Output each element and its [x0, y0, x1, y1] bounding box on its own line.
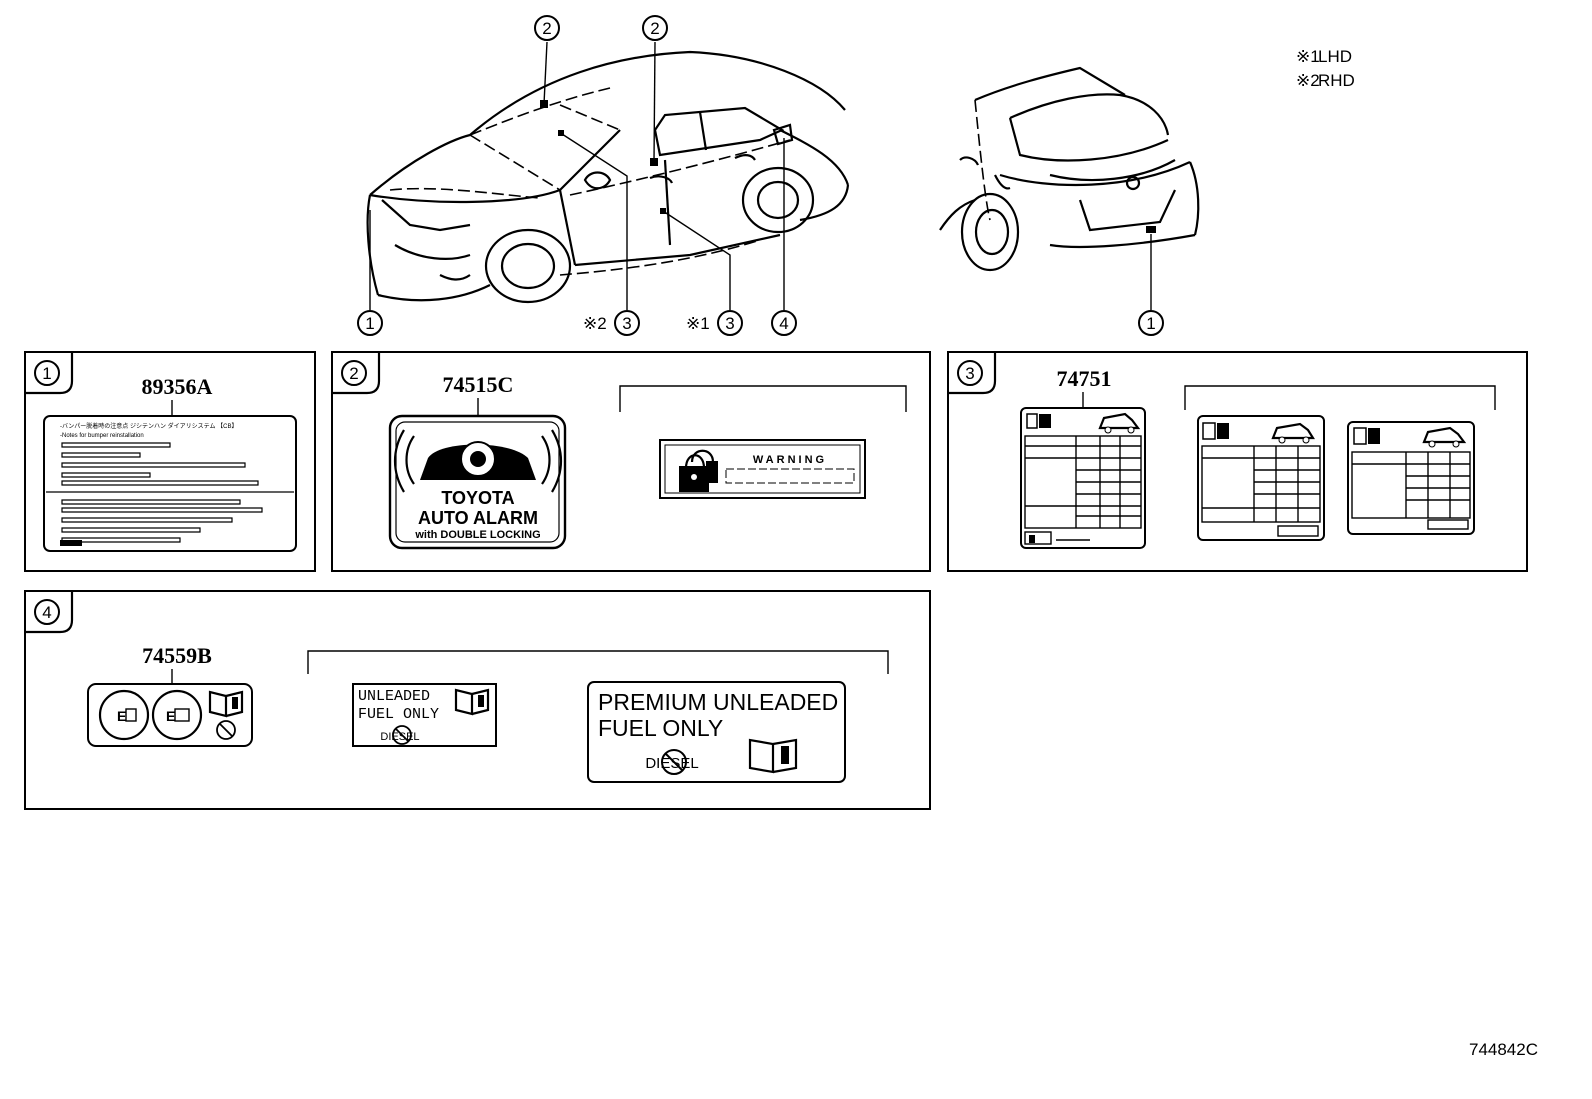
callout-circle — [771, 310, 797, 336]
callout-3-rhd: 3 — [622, 314, 631, 333]
rear-car-illustration — [939, 66, 1200, 272]
unleaded-line2: FUEL ONLY — [358, 706, 439, 723]
fuel-e-right: E — [166, 708, 175, 724]
callout-lhd-prefix: ※1 — [686, 314, 710, 333]
premium-diesel: DIESEL — [645, 755, 698, 772]
premium-unleaded-label: PREMIUM UNLEADED FUEL ONLY DIESEL — [587, 681, 846, 783]
front-car-illustration — [366, 50, 850, 304]
bumper-label-line1: -バンパー脱着時の注意点 ジシテンハン ダイアリシステム 【CB】 — [60, 422, 237, 430]
alarm-line3: with DOUBLE LOCKING — [414, 529, 540, 541]
tire-pressure-label-1 — [1020, 407, 1146, 549]
callout-circle — [357, 310, 383, 336]
callout-1-rear: 1 — [1146, 314, 1155, 333]
legend-text-lhd: LHD — [1318, 47, 1352, 66]
alarm-line1: TOYOTA — [441, 488, 514, 508]
manual-icon — [208, 690, 244, 718]
front-car-leaders — [369, 41, 785, 310]
callout-3-lhd: 3 — [725, 314, 734, 333]
bumper-label-redacted-lines — [46, 442, 294, 543]
panel-4: 4 74559B E E UNLEADED FUEL ONLY — [24, 590, 931, 810]
panel-2: 2 74515C TOYOTA AUTO ALARM with DOUBLE L… — [331, 351, 931, 572]
panel-2-index: 2 — [349, 364, 358, 383]
premium-line2: FUEL ONLY — [598, 715, 723, 741]
warning-text: WARNING — [753, 454, 827, 466]
callout-circle — [1138, 310, 1164, 336]
callout-4: 4 — [779, 314, 788, 333]
part-number-74751: 74751 — [1057, 366, 1112, 391]
callout-2-left: 2 — [542, 19, 551, 38]
callout-group-front: 2 2 1 ※2 3 ※1 3 4 — [357, 15, 797, 336]
legend-text-rhd: RHD — [1318, 71, 1355, 90]
callout-rhd-prefix: ※2 — [583, 314, 607, 333]
manual-icon — [454, 688, 490, 716]
padlock-icon — [679, 449, 718, 492]
fuel-e-left: E — [117, 708, 126, 724]
part-number-89356A: 89356A — [142, 374, 213, 399]
panel-4-index: 4 — [42, 603, 51, 622]
part-number-74559B: 74559B — [142, 643, 212, 668]
panel-1: 1 89356A -バンパー脱着時の注意点 ジシテンハン ダイアリシステム 【C… — [24, 351, 316, 572]
figure-id: 744842C — [1469, 1040, 1538, 1059]
alarm-car-icon — [394, 429, 562, 493]
callout-circle — [642, 15, 668, 41]
callout-circle — [534, 15, 560, 41]
alarm-line2: AUTO ALARM — [418, 508, 538, 528]
unleaded-line1: UNLEADED — [358, 688, 430, 705]
premium-line1: PREMIUM UNLEADED — [598, 689, 838, 715]
tire-pressure-label-3 — [1347, 421, 1475, 535]
part-number-74515C: 74515C — [443, 372, 514, 397]
rear-car-leader: 1 — [1138, 234, 1164, 336]
legend: ※1 LHD ※2 RHD — [1296, 47, 1355, 90]
legend-symbol-2: ※2 — [1296, 71, 1320, 90]
panel-1-index: 1 — [42, 364, 51, 383]
unleaded-label: UNLEADED FUEL ONLY DIESEL — [352, 683, 497, 747]
callout-1-front: 1 — [365, 314, 374, 333]
panel-3: 3 74751 — [947, 351, 1528, 572]
callout-circle — [717, 310, 743, 336]
fuel-icon-label: E E — [87, 683, 253, 747]
callout-2-right: 2 — [650, 19, 659, 38]
callout-circle — [614, 310, 640, 336]
manual-icon — [748, 738, 798, 774]
panel-3-index: 3 — [965, 364, 974, 383]
tire-pressure-label-2 — [1197, 415, 1325, 541]
bumper-label-line2: -Notes for bumper reinstallation — [60, 433, 144, 439]
legend-symbol-1: ※1 — [1296, 47, 1320, 66]
